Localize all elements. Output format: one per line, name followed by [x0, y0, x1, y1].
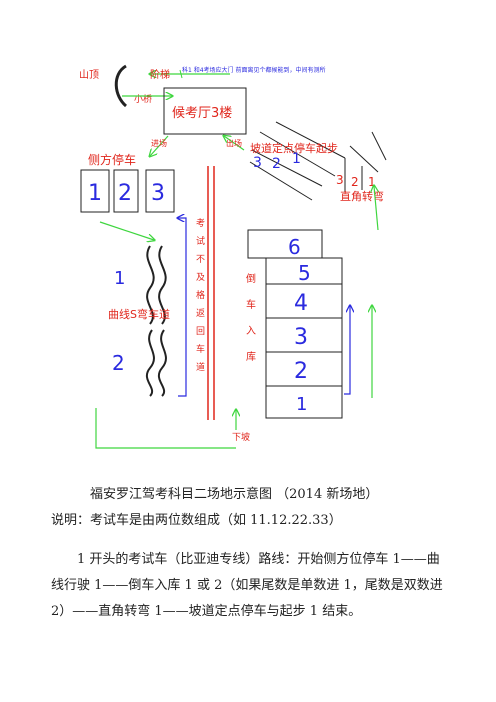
exam-site-diagram: 科1 和4考场应大门 前面离见个都候能到，中间有测所 山顶 阶梯 小桥 候考厅3… — [79, 64, 387, 449]
fail-lane-char: 及 — [196, 272, 205, 283]
right-turn-num: 2 — [351, 175, 359, 189]
side-parking-num: 2 — [118, 181, 132, 206]
s-curve-label: 曲线S弯车道 — [108, 307, 170, 321]
caption-note: 说明：考试车是由两位数组成（如 11.12.22.33） — [51, 513, 342, 528]
hill-slot: 2 — [272, 156, 281, 172]
caption-title: 福安罗江驾考科目二场地示意图 （2014 新场地） — [90, 487, 379, 502]
side-parking-label: 侧方停车 — [88, 152, 136, 167]
bottom-loop — [95, 408, 236, 449]
fail-lane-char: 车 — [196, 343, 205, 355]
waiting-hall-box — [163, 87, 247, 135]
right-turn-num: 1 — [368, 175, 376, 189]
reverse-parking-label: 倒 车 入 库 — [246, 273, 259, 363]
side-parking-num: 1 — [88, 181, 102, 206]
reverse-slot-num: 2 — [294, 359, 308, 384]
top-note: 科1 和4考场应大门 前面离见个都候能到，中间有测所 — [182, 66, 325, 74]
exit-arrow — [224, 136, 245, 151]
reverse-exit-arrow — [344, 306, 350, 395]
mountain-top-label: 山顶 — [79, 69, 99, 81]
fail-lane-char: 试 — [196, 235, 205, 247]
reverse-slot-num: 4 — [294, 291, 308, 316]
reverse-slots — [265, 257, 343, 419]
fail-lane-label: 考 试 不 及 格 返 回 车 道 — [196, 218, 208, 373]
reverse-slot-num: 3 — [294, 325, 308, 350]
hill-start-label: 坡道定点停车起步 — [250, 141, 338, 155]
caption-body: 1 开头的考试车（比亚迪专线）路线：开始侧方位停车 1——曲线行驶 1——倒车入… — [51, 552, 443, 619]
hill-start-lanes — [249, 121, 346, 201]
s-curve-num: 1 — [114, 268, 125, 289]
exit-label: 出场 — [226, 138, 242, 148]
reverse-slot-num: 1 — [296, 394, 307, 415]
reverse-slot-6 — [247, 229, 323, 259]
reverse-slot-num: 6 — [288, 235, 301, 259]
mountain-path — [114, 64, 128, 108]
fail-lane-char: 道 — [196, 361, 205, 373]
return-lane-arrow — [178, 218, 187, 397]
fail-lane-char: 考 — [196, 218, 205, 229]
steps-label: 阶梯 — [150, 68, 170, 81]
s-curve-num: 2 — [112, 351, 125, 375]
small-bridge-label: 小桥 — [134, 93, 152, 105]
side-parking-num: 3 — [151, 181, 165, 206]
s-curve-lanes — [145, 245, 167, 397]
fail-lane-char: 不 — [196, 254, 205, 265]
parking-to-curve-arrow — [99, 221, 154, 240]
entrance-arrow — [150, 135, 169, 156]
hill-slot: 1 — [292, 151, 301, 167]
waiting-hall-label: 候考厅3楼 — [172, 106, 232, 121]
side-parking-slot — [145, 169, 175, 213]
right-turn-lanes — [349, 131, 387, 190]
entrance-label: 进场 — [151, 139, 167, 148]
fail-lane-char: 回 — [196, 326, 205, 337]
fail-lane-char: 格 — [196, 289, 205, 301]
hill-slot: 3 — [253, 155, 262, 171]
fail-lane-char: 返 — [196, 307, 205, 319]
side-parking-slot — [80, 169, 110, 213]
right-turn-num: 3 — [336, 173, 344, 187]
downhill-label: 下坡 — [232, 431, 250, 443]
right-turn-label: 直角转弯 — [340, 189, 384, 203]
side-parking-slot — [113, 169, 139, 213]
reverse-slot-num: 5 — [298, 261, 311, 285]
right-turn-arrow — [374, 186, 378, 231]
steps-tail — [179, 69, 183, 79]
